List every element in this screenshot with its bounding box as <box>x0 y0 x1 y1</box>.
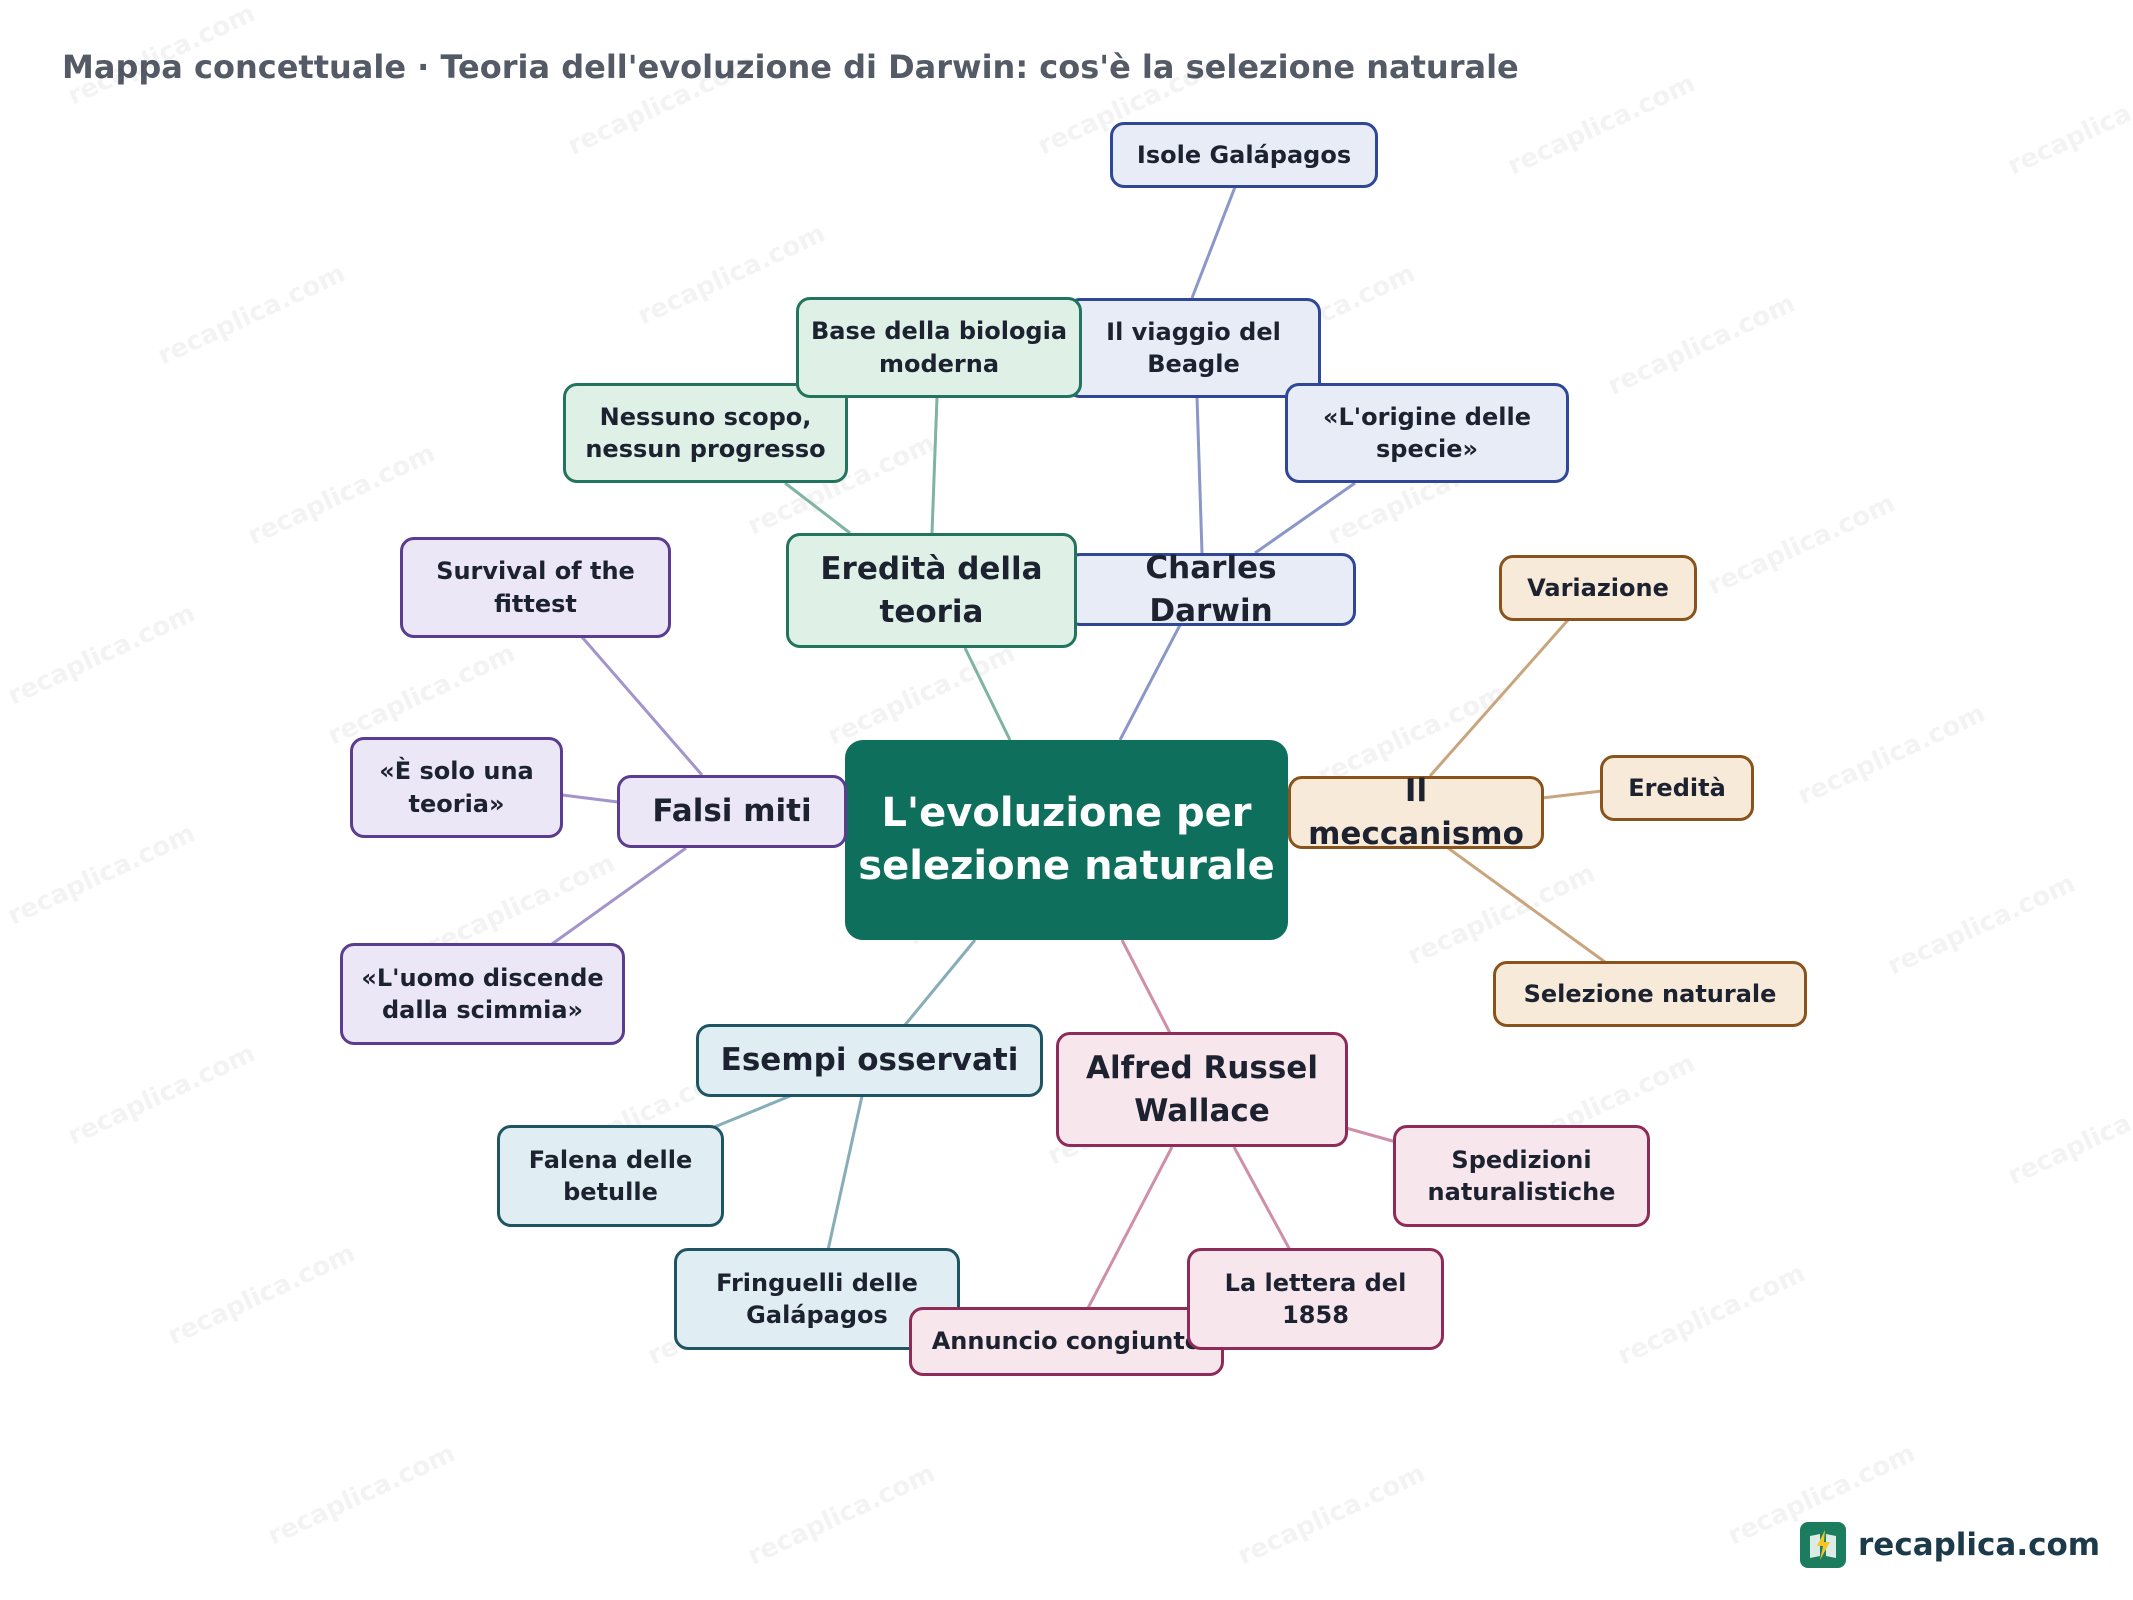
node-lettera-1858: La lettera del 1858 <box>1187 1248 1444 1350</box>
edge-esempi-falena <box>711 1094 791 1130</box>
edge-wallace-lettera <box>1232 1146 1292 1251</box>
node-variazione: Variazione <box>1499 555 1697 621</box>
node-fringuelli-galapagos: Fringuelli delle Galápagos <box>674 1248 960 1350</box>
edge-miti-scimmia <box>551 846 687 946</box>
brand-name: recaplica.com <box>1858 1527 2101 1563</box>
page-title: Mappa concettuale · Teoria dell'evoluzio… <box>62 48 1519 86</box>
edge-mecc-eredita <box>1541 789 1603 800</box>
edge-darwin-beagle <box>1195 396 1204 554</box>
node-viaggio-beagle: Il viaggio del Beagle <box>1066 298 1321 398</box>
node-falsi-miti: Falsi miti <box>617 775 847 848</box>
edge-wallace-annuncio <box>1085 1146 1174 1311</box>
edge-center-esempi <box>903 939 977 1026</box>
node-isole-galapagos: Isole Galápagos <box>1110 122 1378 188</box>
node-falena-betulle: Falena delle betulle <box>497 1125 724 1227</box>
node-charles-darwin: Charles Darwin <box>1066 550 1356 629</box>
edge-eredita-scopo <box>784 481 851 535</box>
node-nessuno-scopo: Nessuno scopo, nessun progresso <box>563 383 848 483</box>
edge-mecc-variazione <box>1428 619 1570 777</box>
edge-center-wallace <box>1120 939 1172 1034</box>
lightning-logo-icon <box>1800 1522 1846 1568</box>
node-selezione-naturale: Selezione naturale <box>1493 961 1807 1027</box>
node-alfred-wallace: Alfred Russel Wallace <box>1056 1032 1348 1147</box>
node-annuncio-congiunto: Annuncio congiunto <box>909 1307 1224 1376</box>
edge-eredita-base <box>930 396 939 534</box>
brand-logo[interactable]: recaplica.com <box>1800 1522 2100 1568</box>
node-survival-fittest: Survival of the fittest <box>400 537 671 638</box>
node-origine-specie: «L'origine delle specie» <box>1285 383 1569 483</box>
node-solo-teoria: «È solo una teoria» <box>350 737 563 838</box>
node-eredita-teoria: Eredità della teoria <box>786 533 1077 648</box>
node-il-meccanismo: Il meccanismo <box>1288 773 1544 852</box>
edge-mecc-selezione <box>1447 846 1606 964</box>
center-node: L'evoluzione per selezione naturale <box>845 740 1288 940</box>
node-spedizioni: Spedizioni naturalistiche <box>1393 1125 1650 1227</box>
edge-esempi-fringuelli <box>826 1095 864 1251</box>
node-esempi-osservati: Esempi osservati <box>696 1024 1043 1097</box>
node-base-biologia: Base della biologia moderna <box>796 297 1082 398</box>
edge-center-eredita <box>963 647 1012 741</box>
edge-darwin-origine <box>1254 481 1356 555</box>
edge-miti-teoria <box>561 793 619 804</box>
edge-center-darwin <box>1118 624 1182 741</box>
node-uomo-scimmia: «L'uomo discende dalla scimmia» <box>340 943 625 1045</box>
edge-miti-survival <box>580 636 704 776</box>
edge-wallace-spedizioni <box>1345 1126 1397 1144</box>
edge-beagle-galapagos <box>1190 186 1237 299</box>
node-eredita-meccanismo: Eredità <box>1600 755 1754 821</box>
